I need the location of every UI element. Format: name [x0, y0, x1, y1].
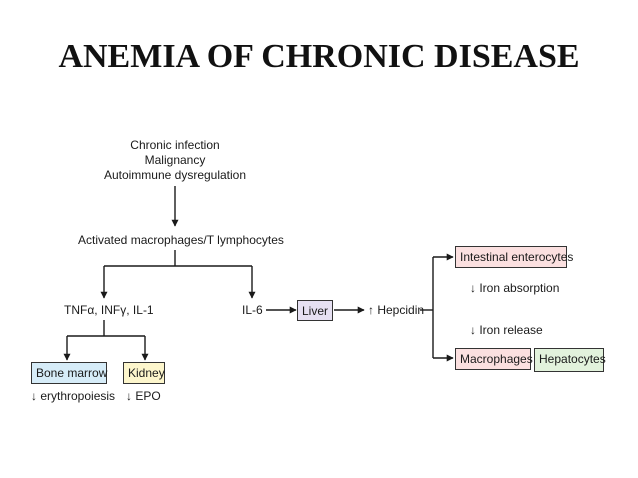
- bone-marrow-box: Bone marrow: [31, 362, 107, 384]
- cytokines-label: TNFα, INFγ, IL-1: [64, 303, 154, 317]
- cause-chronic-infection: Chronic infection: [130, 138, 220, 152]
- epo-label: ↓ EPO: [126, 389, 161, 403]
- enterocytes-box: Intestinal enterocytes: [455, 246, 573, 268]
- liver-box: Liver: [297, 300, 333, 321]
- il6-label: IL-6: [242, 303, 263, 317]
- cause-autoimmune: Autoimmune dysregulation: [103, 168, 247, 182]
- page-title: ANEMIA OF CHRONIC DISEASE: [58, 38, 580, 75]
- hepatocytes-box: Hepatocytes: [534, 348, 606, 372]
- macrophages-box: Macrophages: [455, 348, 533, 370]
- hepcidin-label: ↑ Hepcidin: [368, 303, 425, 317]
- activated-cells-label: Activated macrophages/T lymphocytes: [78, 233, 284, 247]
- cause-malignancy: Malignancy: [144, 153, 206, 167]
- erythropoiesis-label: ↓ erythropoiesis: [31, 389, 116, 403]
- iron-release-label: ↓ Iron release: [470, 323, 543, 337]
- iron-absorption-label: ↓ Iron absorption: [470, 281, 560, 295]
- kidney-box: Kidney: [123, 362, 165, 384]
